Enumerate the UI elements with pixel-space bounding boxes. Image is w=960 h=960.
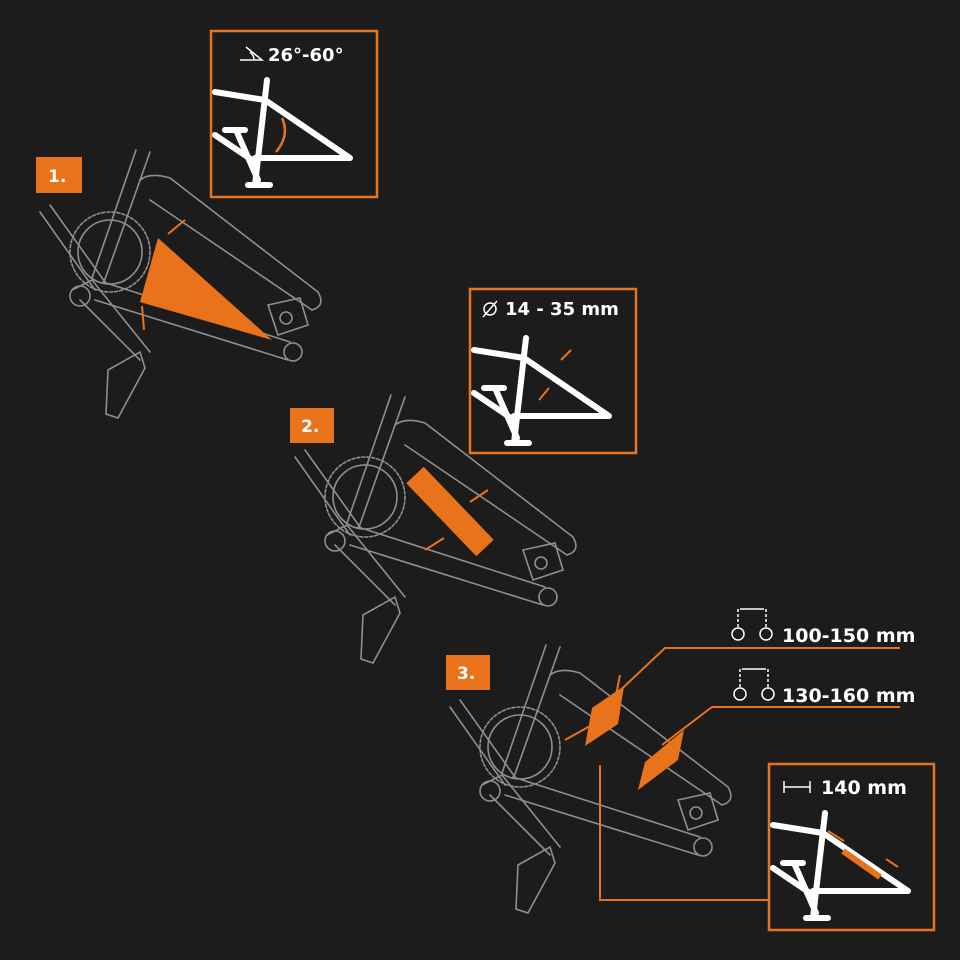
width-icon	[783, 781, 811, 793]
mount-zone-1	[585, 686, 624, 746]
mount-zone-2	[638, 730, 684, 790]
step-3-label: 3.	[457, 664, 475, 684]
leader-lines	[564, 647, 900, 901]
measure-arrows	[424, 489, 489, 551]
step-1-badge	[36, 157, 82, 193]
inset-box-diameter: 14 - 35 mm	[468, 287, 638, 455]
bolt-spacing-icon	[733, 668, 775, 701]
diameter-icon	[482, 300, 498, 318]
width-label: 140 mm	[821, 777, 907, 799]
tube-diameter-highlight	[406, 466, 494, 557]
mount-angle-area	[140, 238, 272, 340]
measure-arrows	[141, 219, 186, 331]
step-3-bike-illustration	[449, 644, 732, 914]
diameter-range-label: 14 - 35 mm	[505, 299, 619, 320]
step-3-badge	[446, 655, 490, 690]
bolt-spacing-2: 130-160 mm	[733, 668, 915, 707]
bolt-spacing-label: 100-150 mm	[782, 625, 915, 647]
step-2-label: 2.	[301, 417, 319, 437]
bolt-spacing-icon	[731, 608, 773, 641]
inset-box-angle: 26°-60°	[209, 29, 379, 199]
step-2-badge	[290, 408, 334, 443]
bolt-spacing-label: 130-160 mm	[782, 685, 915, 707]
inset-box-width: 140 mm	[767, 762, 936, 932]
angle-range-label: 26°-60°	[268, 45, 344, 66]
bolt-spacing-1: 100-150 mm	[731, 608, 915, 647]
angle-icon	[240, 46, 265, 61]
step-1-label: 1.	[48, 167, 66, 187]
